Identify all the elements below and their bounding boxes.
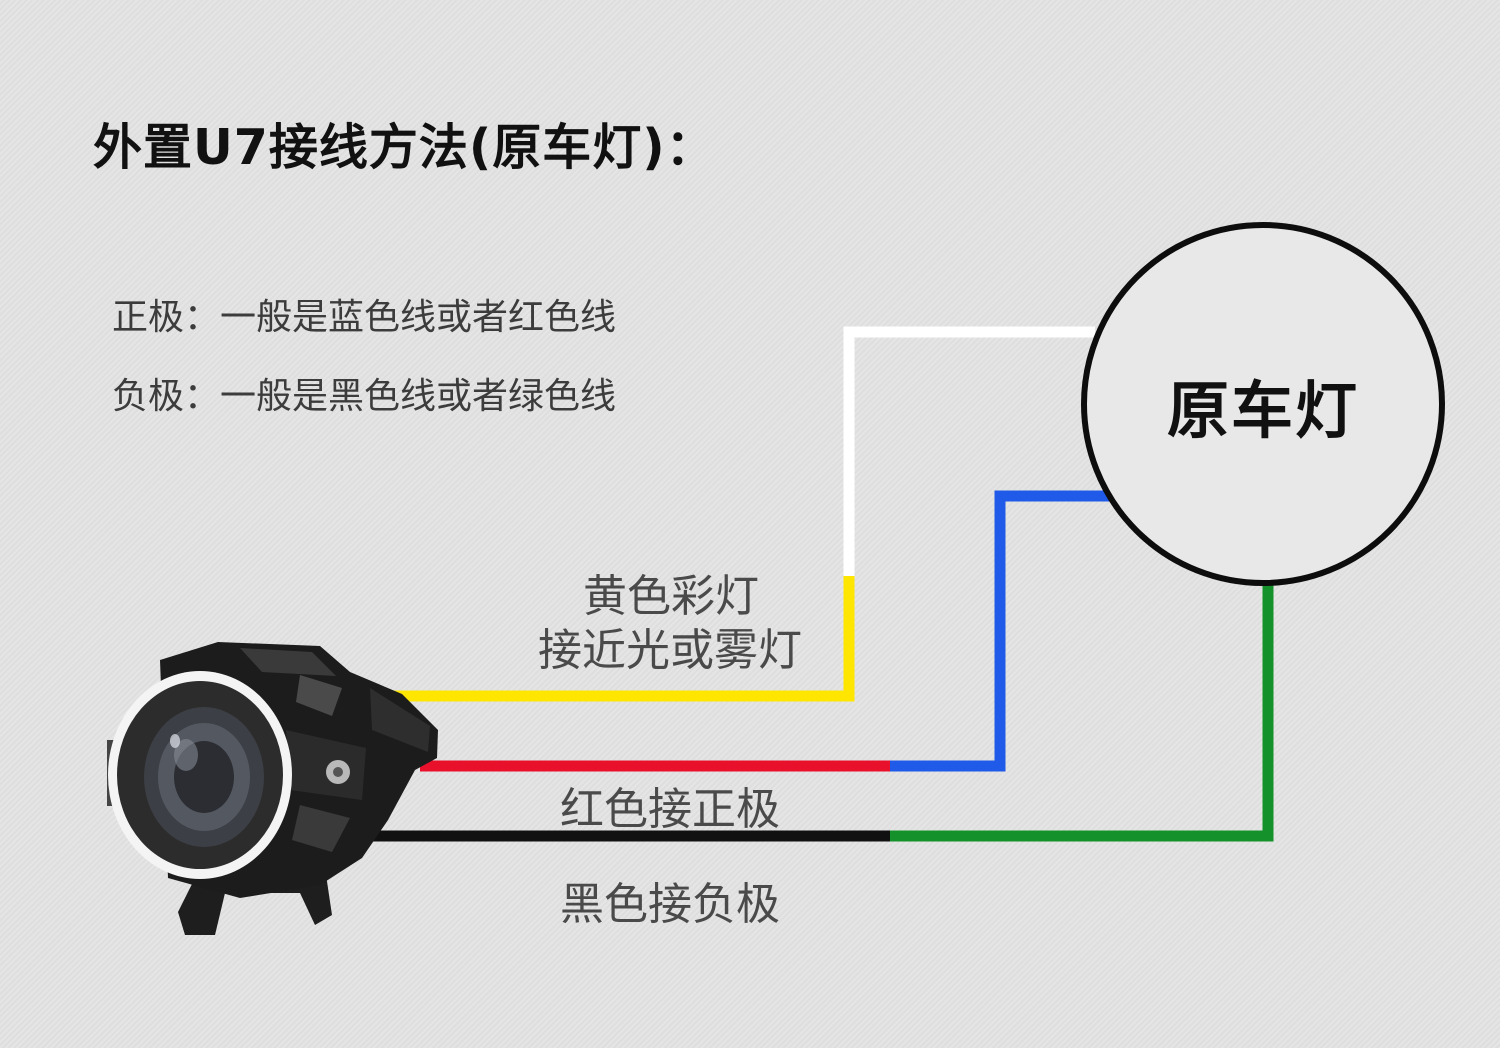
blue-wire [890, 490, 1110, 772]
u7-led-spotlight-icon [107, 642, 438, 935]
green-wire [890, 582, 1274, 842]
black-wire-label: 黑色接负极 [560, 879, 780, 930]
positive-note: 正极：一般是蓝色线或者红色线 [112, 297, 617, 338]
original-lamp-circle [1081, 222, 1445, 586]
negative-note: 负极：一般是黑色线或者绿色线 [112, 376, 617, 417]
red-wire-label: 红色接正极 [560, 784, 780, 835]
yellow-wire-label-line1: 黄色彩灯 [583, 571, 759, 622]
original-lamp-label: 原车灯 [1166, 374, 1359, 447]
yellow-wire-label-line2: 接近光或雾灯 [538, 625, 802, 676]
white-wire [843, 326, 1095, 578]
page-title: 外置U7接线方法(原车灯)： [93, 119, 716, 176]
yellow-wire [392, 576, 855, 702]
